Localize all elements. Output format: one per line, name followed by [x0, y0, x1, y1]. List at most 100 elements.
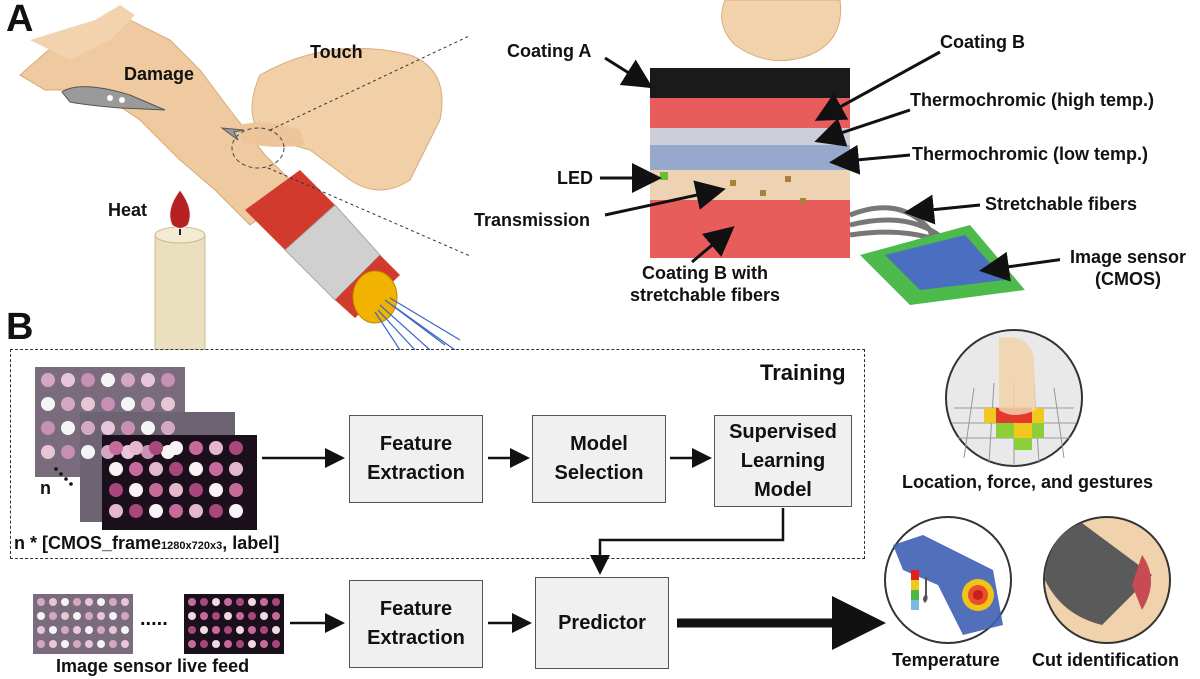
thermometer-icon — [923, 577, 928, 603]
sensor-dot — [248, 598, 256, 606]
sensor-dot — [200, 612, 208, 620]
panel-b-letter: B — [6, 306, 34, 348]
output-location-label: Location, force, and gestures — [902, 472, 1154, 492]
led-chip — [660, 172, 668, 180]
live-feed-frame-1 — [33, 594, 133, 654]
label-coating-b-fibers-line2: stretchable fibers — [629, 285, 781, 305]
sensor-dot — [61, 445, 75, 459]
live-feed-label: Image sensor live feed — [56, 656, 250, 676]
sensor-dot — [49, 626, 57, 634]
sensor-dot — [81, 397, 95, 411]
label-image-sensor: Image sensor (CMOS) — [1068, 246, 1188, 290]
sensor-dot — [109, 598, 117, 606]
sensor-dot — [141, 373, 155, 387]
sensor-dot — [97, 598, 105, 606]
training-title: Training — [760, 360, 846, 385]
label-coating-a: Coating A — [507, 41, 592, 61]
sensor-dot — [161, 373, 175, 387]
sensor-dot — [229, 462, 243, 476]
sensor-dot — [49, 598, 57, 606]
label-coating-b-fibers: Coating B with stretchable fibers — [610, 262, 800, 306]
dataset-label-prefix: n * [CMOS_frame — [14, 533, 162, 553]
sensor-dot — [97, 612, 105, 620]
sensor-dot — [121, 612, 129, 620]
panel-a-letter: A — [6, 0, 34, 40]
optical-fibers — [374, 297, 461, 350]
sensor-dot — [109, 483, 123, 497]
sensor-dot — [149, 483, 163, 497]
sensor-dot — [209, 483, 223, 497]
label-thermo-high: Thermochromic (high temp.) — [910, 90, 1155, 110]
candle — [154, 189, 206, 350]
sensor-dot — [272, 598, 280, 606]
sensor-dot — [37, 626, 45, 634]
stack-dots-icon — [54, 467, 73, 486]
sensor-dot — [224, 598, 232, 606]
sensor-dot — [236, 640, 244, 648]
sensor-dot — [272, 640, 280, 648]
stack-n: n — [40, 478, 51, 498]
sensor-dot — [169, 441, 183, 455]
sensor-dot — [260, 640, 268, 648]
knife-icon — [61, 86, 166, 111]
label-touch: Touch — [310, 42, 363, 62]
sensor-dot — [272, 626, 280, 634]
label-damage: Damage — [124, 64, 195, 84]
sensor-dot — [189, 462, 203, 476]
sensor-dot — [149, 462, 163, 476]
training-region — [10, 349, 865, 559]
sensor-dot — [260, 598, 268, 606]
sensor-dot — [101, 373, 115, 387]
sensor-dot — [109, 441, 123, 455]
sensor-dot — [37, 640, 45, 648]
sensor-dot — [189, 483, 203, 497]
sensor-dot — [188, 598, 196, 606]
ms-line2: Selection — [554, 462, 644, 484]
output-temperature-illustration — [884, 516, 1012, 644]
sensor-dot — [73, 640, 81, 648]
sensor-dot — [224, 612, 232, 620]
sensor-dot — [101, 397, 115, 411]
sensor-dot — [81, 445, 95, 459]
sensor-dot — [169, 483, 183, 497]
sensor-dot — [109, 626, 117, 634]
sensor-dot — [73, 612, 81, 620]
touch-zoom-circle — [231, 127, 285, 169]
live-feed-frame-2 — [184, 594, 284, 654]
sensor-dot — [129, 462, 143, 476]
touching-hand — [251, 47, 443, 191]
fingers — [30, 5, 135, 60]
sensor-dot — [212, 626, 220, 634]
label-led: LED — [557, 168, 593, 188]
sensor-dot — [200, 626, 208, 634]
sensor-dot — [109, 612, 117, 620]
sensor-dot — [209, 504, 223, 518]
arm — [19, 14, 301, 226]
label-thermo-low: Thermochromic (low temp.) — [912, 144, 1149, 164]
sl-line2: Learning — [740, 449, 826, 472]
sensor-dot — [161, 397, 175, 411]
touching-finger — [240, 122, 305, 147]
sensor-dot — [236, 612, 244, 620]
fe2-line1: Feature — [379, 598, 453, 620]
training-frames-stack — [35, 367, 257, 530]
sensor-dot — [121, 640, 129, 648]
sensor-dot — [141, 397, 155, 411]
sl-line1: Supervised — [729, 420, 837, 443]
sensor-dot — [109, 640, 117, 648]
touch-arrow-icon — [220, 127, 245, 141]
sensor-dot — [248, 626, 256, 634]
output-location-illustration — [945, 329, 1083, 467]
sensor-dot — [49, 640, 57, 648]
sensor-dot — [200, 640, 208, 648]
sensor-dot — [97, 626, 105, 634]
sensor-dot — [85, 640, 93, 648]
sensor-dot — [188, 626, 196, 634]
sensor-dot — [37, 598, 45, 606]
sensor-dot — [37, 612, 45, 620]
sensor-dot — [224, 626, 232, 634]
sensor-dot — [248, 640, 256, 648]
sensor-dot — [149, 504, 163, 518]
sensor-dot — [129, 483, 143, 497]
